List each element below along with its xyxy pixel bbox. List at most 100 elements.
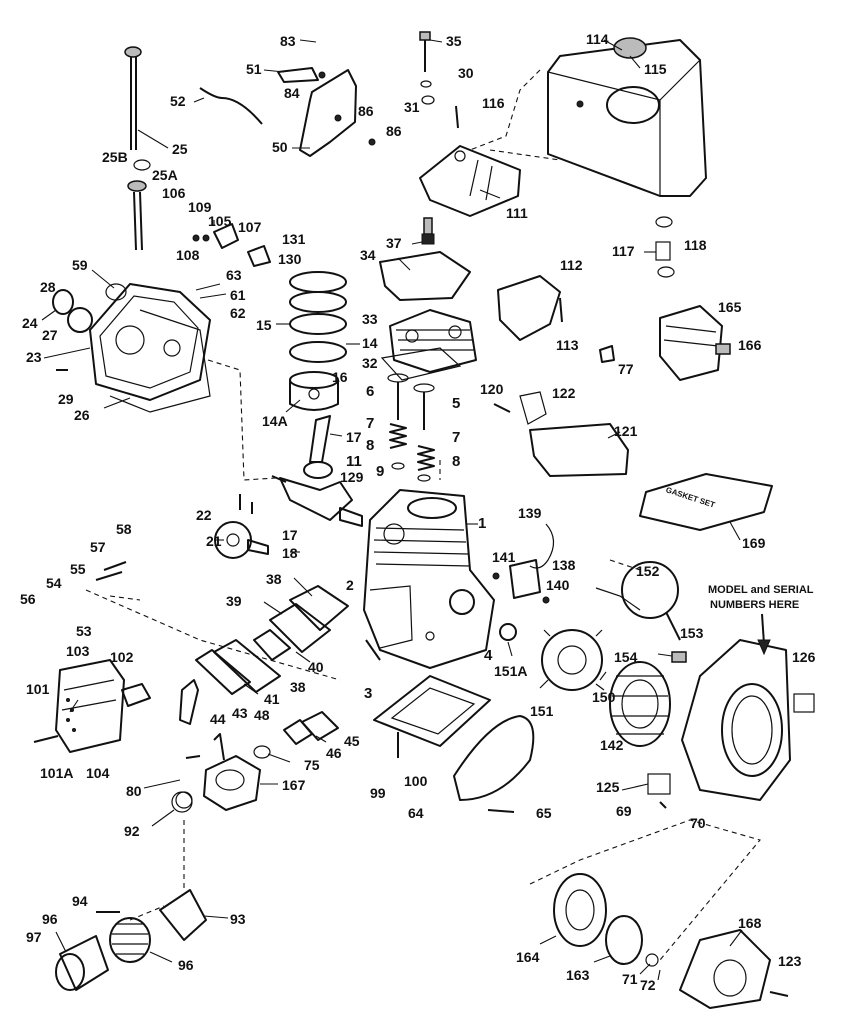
tank-bracket bbox=[419, 145, 521, 217]
part-label-130: 130 bbox=[278, 251, 302, 267]
part-label-64: 64 bbox=[408, 805, 424, 821]
part-label-123: 123 bbox=[778, 953, 802, 969]
gasket-set-box: GASKET SET bbox=[639, 473, 773, 531]
intake-gaskets bbox=[253, 711, 339, 759]
part-label-92: 92 bbox=[124, 823, 140, 839]
model-serial-note: MODEL and SERIAL NUMBERS HERE bbox=[708, 584, 814, 656]
camshaft-gear bbox=[214, 494, 269, 559]
breather-tube bbox=[179, 679, 199, 725]
part-label-167: 167 bbox=[282, 777, 306, 793]
part-label-97: 97 bbox=[26, 929, 42, 945]
part-label-77: 77 bbox=[618, 361, 634, 377]
part-label-22: 22 bbox=[196, 507, 212, 523]
part-label-59: 59 bbox=[72, 257, 88, 273]
part-label-83: 83 bbox=[280, 33, 296, 49]
part-label-18: 18 bbox=[282, 545, 298, 561]
part-label-55: 55 bbox=[70, 561, 86, 577]
part-label-138: 138 bbox=[552, 557, 576, 573]
part-label-112: 112 bbox=[560, 257, 583, 273]
part-label-71: 71 bbox=[622, 971, 638, 987]
part-label-37: 37 bbox=[386, 235, 402, 251]
part-label-108: 108 bbox=[176, 247, 200, 263]
part-label-21: 21 bbox=[206, 533, 222, 549]
part-label-141: 141 bbox=[492, 549, 516, 565]
part-label-62: 62 bbox=[230, 305, 246, 321]
part-label-63: 63 bbox=[226, 267, 242, 283]
part-label-101: 101 bbox=[26, 681, 50, 697]
part-label-139: 139 bbox=[518, 505, 542, 521]
part-label-126: 126 bbox=[792, 649, 816, 665]
part-label-86a: 86 bbox=[358, 103, 374, 119]
part-label-44: 44 bbox=[210, 711, 226, 727]
part-label-113: 113 bbox=[556, 337, 579, 353]
part-label-151: 151 bbox=[530, 703, 554, 719]
part-label-70: 70 bbox=[690, 815, 706, 831]
part-label-109: 109 bbox=[188, 199, 212, 215]
part-label-15: 15 bbox=[256, 317, 272, 333]
part-label-111: 111 bbox=[506, 205, 528, 221]
part-label-17b: 17 bbox=[282, 527, 298, 543]
connecting-rod bbox=[303, 415, 333, 479]
part-label-48: 48 bbox=[254, 707, 270, 723]
part-label-165: 165 bbox=[718, 299, 742, 315]
part-label-33: 33 bbox=[362, 311, 378, 327]
engine-block bbox=[363, 489, 495, 669]
head-bracket bbox=[379, 251, 471, 301]
part-label-11: 11 bbox=[346, 453, 362, 470]
shield bbox=[453, 715, 535, 801]
crankcase-cover bbox=[52, 283, 211, 413]
part-label-101A: 101A bbox=[40, 765, 73, 781]
part-label-17a: 17 bbox=[346, 429, 362, 445]
part-label-105: 105 bbox=[208, 213, 232, 229]
part-label-3: 3 bbox=[364, 685, 372, 702]
part-label-51: 51 bbox=[246, 61, 262, 77]
part-label-116: 116 bbox=[482, 95, 505, 111]
cylinder-head bbox=[380, 309, 477, 381]
part-label-54: 54 bbox=[46, 575, 62, 591]
part-label-106: 106 bbox=[162, 185, 186, 201]
part-label-8b: 8 bbox=[452, 453, 460, 470]
carburetor bbox=[171, 733, 261, 813]
part-label-2: 2 bbox=[346, 577, 354, 593]
stator bbox=[499, 623, 605, 691]
part-label-96b: 96 bbox=[178, 957, 194, 973]
note-line-2: NUMBERS HERE bbox=[710, 599, 799, 611]
part-label-104: 104 bbox=[86, 765, 110, 781]
part-label-4: 4 bbox=[484, 647, 493, 664]
part-label-57: 57 bbox=[90, 539, 106, 555]
part-label-41: 41 bbox=[264, 691, 280, 707]
base-plate bbox=[373, 675, 491, 758]
part-label-38b: 38 bbox=[290, 679, 306, 695]
leader-lines bbox=[41, 39, 743, 981]
governor-control bbox=[659, 305, 731, 381]
part-label-14: 14 bbox=[362, 335, 378, 351]
part-label-25: 25 bbox=[172, 141, 188, 157]
part-label-72: 72 bbox=[640, 977, 656, 993]
part-label-32: 32 bbox=[362, 355, 378, 371]
part-label-152: 152 bbox=[636, 563, 660, 579]
part-label-102: 102 bbox=[110, 649, 134, 665]
dipstick-tube bbox=[124, 46, 151, 251]
part-label-53: 53 bbox=[76, 623, 92, 639]
part-label-58: 58 bbox=[116, 521, 132, 537]
part-label-24: 24 bbox=[22, 315, 38, 331]
bolts bbox=[95, 105, 789, 997]
part-label-43: 43 bbox=[232, 705, 248, 721]
part-label-118: 118 bbox=[684, 237, 707, 253]
crankshaft bbox=[271, 475, 363, 527]
piston bbox=[289, 371, 339, 411]
part-label-75: 75 bbox=[304, 757, 320, 773]
part-label-107: 107 bbox=[238, 219, 262, 235]
part-label-140: 140 bbox=[546, 577, 570, 593]
part-label-142: 142 bbox=[600, 737, 624, 753]
part-label-117: 117 bbox=[612, 243, 635, 259]
muffler bbox=[33, 659, 125, 753]
part-label-122: 122 bbox=[552, 385, 576, 401]
part-label-14A: 14A bbox=[262, 413, 288, 429]
part-label-25B: 25B bbox=[102, 149, 128, 165]
throttle-link bbox=[199, 87, 263, 125]
part-label-52: 52 bbox=[170, 93, 186, 109]
part-label-114: 114 bbox=[586, 31, 609, 47]
